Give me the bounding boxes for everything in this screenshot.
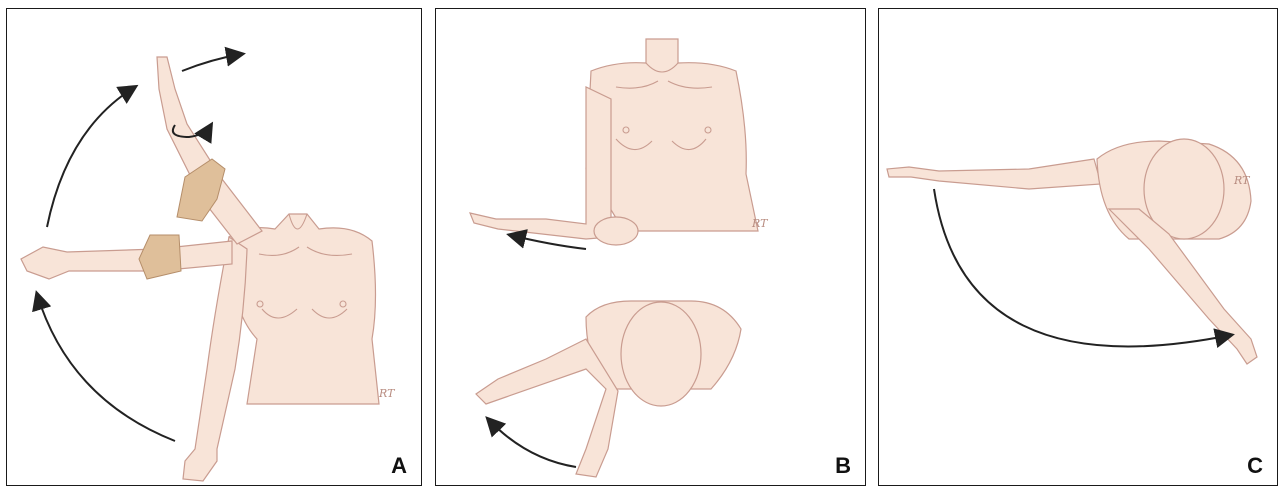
head-top-view <box>621 302 701 406</box>
arm-extended <box>887 159 1101 189</box>
elevation-arrow <box>182 54 242 71</box>
supporting-hand <box>594 217 638 245</box>
panel-c: RT C <box>878 8 1278 486</box>
panel-label-c: C <box>1247 453 1263 479</box>
artist-signature: RT <box>378 387 396 400</box>
examiner-hand-lower <box>139 235 181 279</box>
rotation-arrow-top <box>488 419 576 467</box>
horizontal-adduction-illustration: RT <box>879 9 1278 486</box>
torso <box>229 214 379 404</box>
horizontal-rotation-illustration: RT <box>436 9 866 486</box>
panel-a: RT A <box>6 8 422 486</box>
arc-arrow-upper <box>47 87 135 227</box>
arc-arrow-lower <box>37 294 175 441</box>
arm-horizontal <box>21 241 232 279</box>
arm-top-view <box>476 339 618 477</box>
artist-signature-c: RT <box>1233 174 1251 187</box>
forearm-forward <box>470 87 611 239</box>
artist-signature-b1: RT <box>751 217 769 230</box>
panel-b: RT B <box>435 8 866 486</box>
arm-raised <box>157 57 262 244</box>
shoulder-abduction-illustration: RT <box>7 9 422 486</box>
arm-hanging <box>183 237 247 481</box>
torso-front <box>586 39 758 231</box>
panel-label-b: B <box>835 453 851 479</box>
panel-label-a: A <box>391 453 407 479</box>
